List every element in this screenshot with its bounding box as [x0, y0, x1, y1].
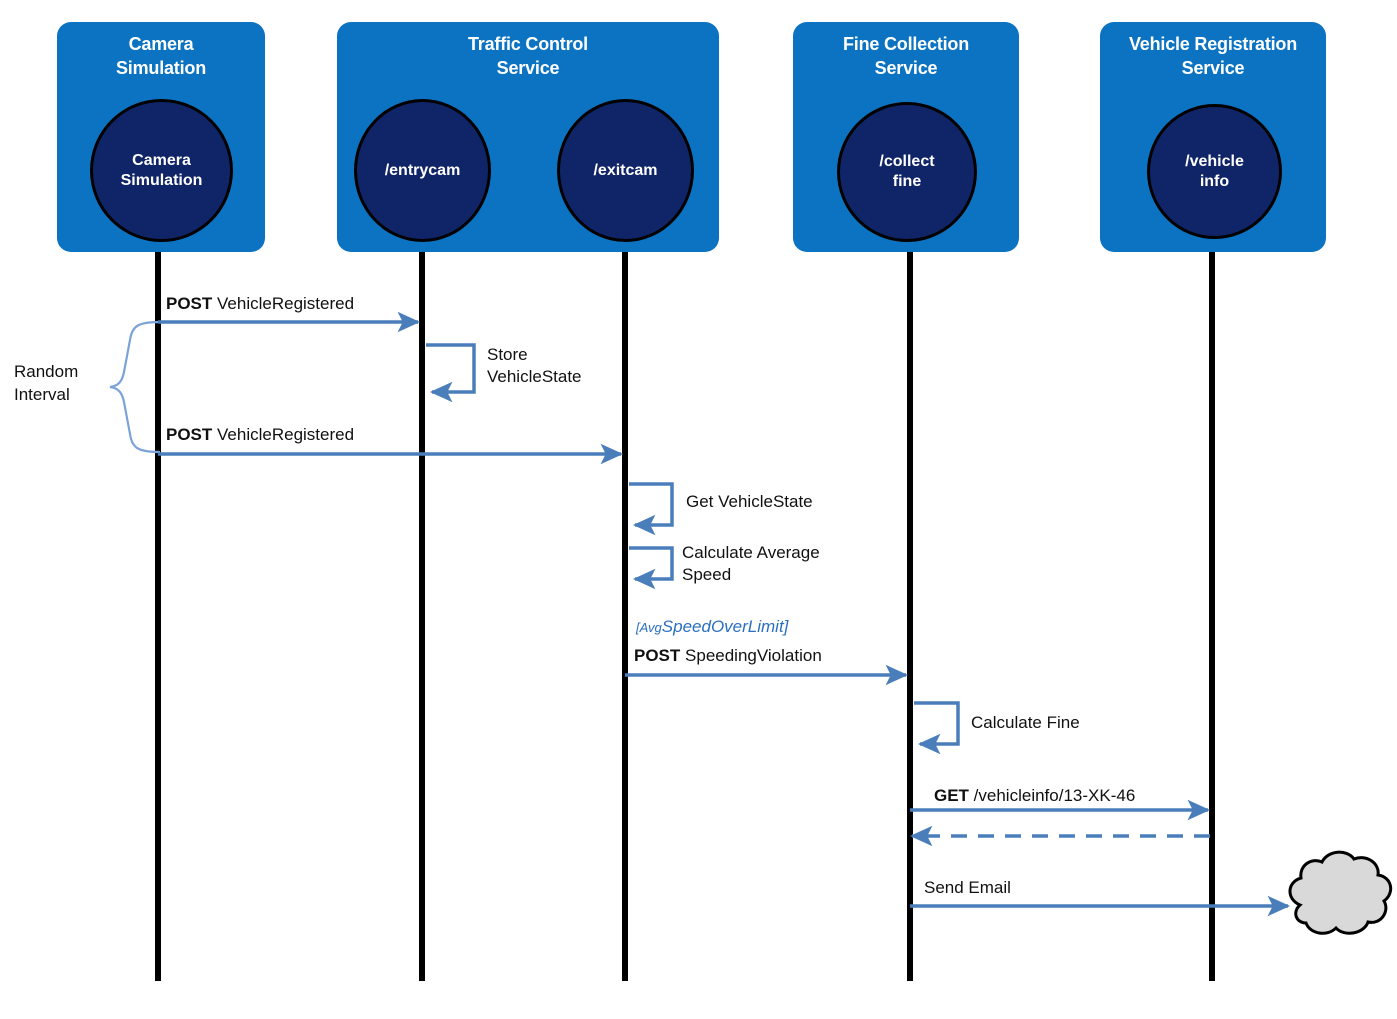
- label-calculate-average-speed-line2: Speed: [682, 565, 732, 584]
- label-store-vehicle-state-line2: VehicleState: [487, 367, 582, 386]
- label-verb-post-1: POST: [166, 294, 213, 313]
- guard-main: SpeedOverLimit]: [661, 617, 789, 636]
- participant-title-fine-collection-service: Fine Collection Service: [842, 34, 969, 78]
- participant-fine-collection-service[interactable]: Fine Collection Service /collect fine: [793, 22, 1019, 252]
- endpoint-label-vehicleinfo: /vehicle info: [1185, 152, 1244, 190]
- label-text-send-email: Send Email: [924, 878, 1011, 897]
- random-interval-line2: Interval: [14, 385, 70, 404]
- label-text-post-1: VehicleRegistered: [212, 294, 355, 313]
- label-post-speeding-violation: POST SpeedingViolation: [634, 645, 822, 667]
- endpoint-label-entrycam: /entrycam: [384, 161, 461, 179]
- endpoint-camera-simulation[interactable]: Camera Simulation: [90, 99, 233, 242]
- self-arrow-store-vehicle-state: [426, 343, 476, 403]
- endpoint-exitcam[interactable]: /exitcam: [557, 99, 694, 242]
- self-arrow-calculate-average-speed: [629, 546, 674, 590]
- participant-title-traffic-control-service: Traffic Control Service: [467, 34, 588, 78]
- label-calculate-fine: Calculate Fine: [971, 712, 1080, 734]
- participant-camera-simulation[interactable]: Camera Simulation Camera Simulation: [57, 22, 265, 252]
- random-interval-label: Random Interval: [14, 360, 78, 406]
- random-interval-brace: [109, 320, 161, 454]
- label-verb-get: GET: [934, 786, 969, 805]
- label-store-vehicle-state: Store VehicleState: [487, 344, 582, 388]
- guard-prefix: [Avg: [636, 620, 662, 635]
- label-store-vehicle-state-line1: Store: [487, 345, 528, 364]
- label-post-vehicle-registered-exit: POST VehicleRegistered: [166, 424, 354, 446]
- label-text-post-2: VehicleRegistered: [212, 425, 355, 444]
- endpoint-label-collectfine: /collect fine: [879, 153, 935, 190]
- endpoint-label-camera-simulation: Camera Simulation: [120, 151, 203, 189]
- participant-title-camera-simulation: Camera Simulation: [115, 34, 206, 78]
- self-arrow-get-vehicle-state: [629, 482, 674, 536]
- email-cloud-icon: [1288, 850, 1393, 935]
- label-send-email: Send Email: [924, 877, 1011, 899]
- label-calculate-fine-line1: Calculate Fine: [971, 713, 1080, 732]
- self-arrow-calculate-fine: [914, 701, 960, 755]
- endpoint-collectfine[interactable]: /collect fine: [837, 102, 977, 242]
- label-text-get: /vehicleinfo/13-XK-46: [968, 786, 1136, 805]
- label-calculate-average-speed-line1: Calculate Average: [682, 543, 820, 562]
- random-interval-line1: Random: [14, 362, 79, 381]
- lifelines: [155, 238, 1215, 981]
- label-get-vehicle-state: Get VehicleState: [686, 491, 813, 513]
- participant-vehicle-registration-service[interactable]: Vehicle Registration Service /vehicle in…: [1100, 22, 1326, 252]
- participant-title-vehicle-registration-service: Vehicle Registration Service: [1128, 34, 1298, 78]
- endpoint-entrycam[interactable]: /entrycam: [354, 99, 491, 242]
- label-verb-post-3: POST: [634, 646, 681, 665]
- label-text-post-3: SpeedingViolation: [680, 646, 822, 665]
- label-guard-avg-speed-over-limit: [AvgSpeedOverLimit]: [636, 617, 788, 638]
- endpoint-vehicleinfo[interactable]: /vehicle info: [1147, 104, 1282, 239]
- label-post-vehicle-registered-entry: POST VehicleRegistered: [166, 293, 354, 315]
- participant-traffic-control-service[interactable]: Traffic Control Service /entrycam /exitc…: [337, 22, 719, 252]
- label-get-vehicleinfo: GET /vehicleinfo/13-XK-46: [934, 785, 1135, 807]
- label-calculate-average-speed: Calculate Average Speed: [682, 542, 820, 586]
- endpoint-label-exitcam: /exitcam: [593, 161, 658, 179]
- label-verb-post-2: POST: [166, 425, 213, 444]
- label-get-vehicle-state-line1: Get VehicleState: [686, 492, 813, 511]
